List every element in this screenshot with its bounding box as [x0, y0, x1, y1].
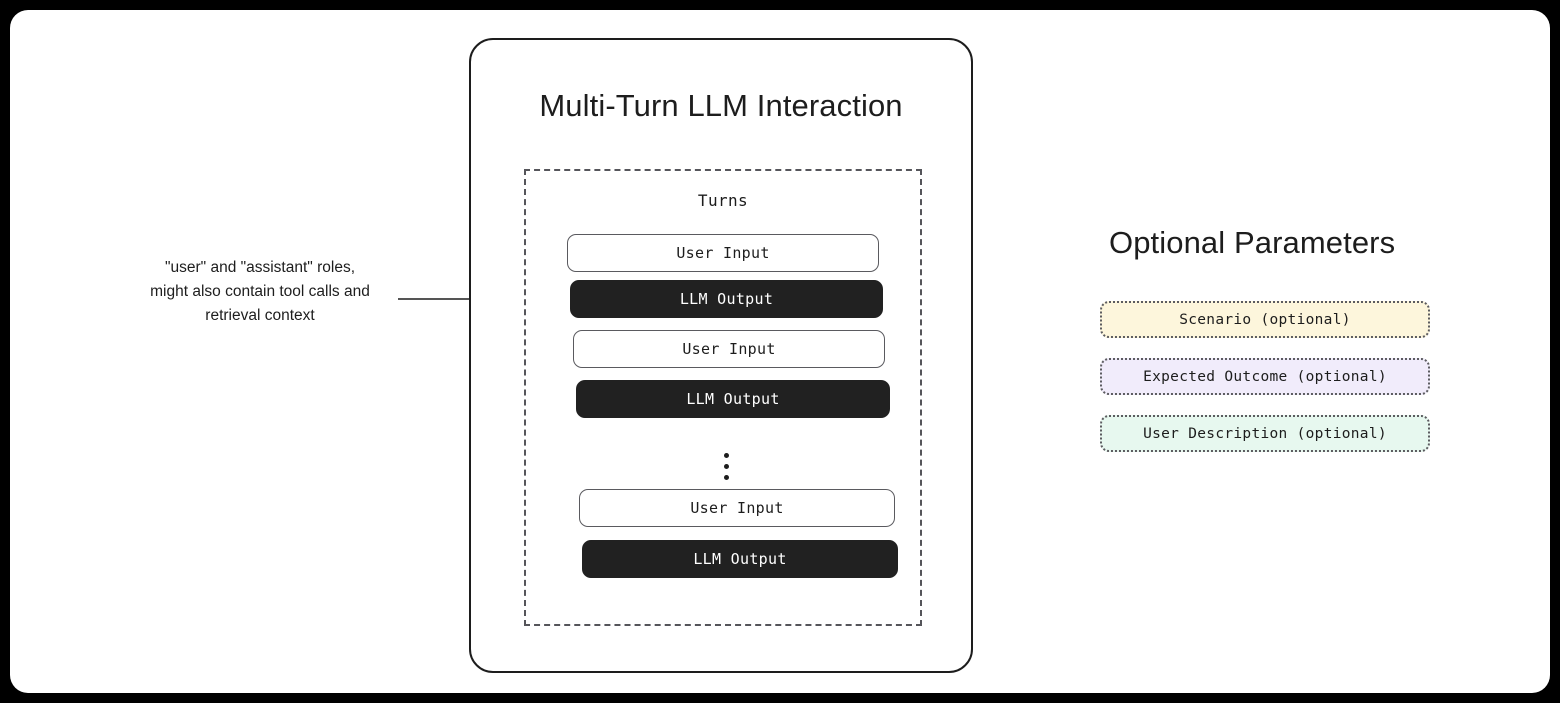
annotation-text: "user" and "assistant" roles, might also… [120, 256, 400, 328]
turn-box-user-3[interactable]: User Input [573, 330, 885, 368]
turn-box-llm-4[interactable]: LLM Output [576, 380, 890, 418]
turns-label: Turns [697, 191, 749, 210]
ellipsis-dot [723, 453, 729, 458]
annotation-line-2: might also contain tool calls and [150, 283, 370, 300]
ellipsis-icon [719, 453, 733, 480]
annotation-line-3: retrieval context [205, 307, 315, 324]
annotation-line-1: "user" and "assistant" roles, [164, 259, 355, 276]
turn-box-llm-2[interactable]: LLM Output [570, 280, 883, 318]
optional-parameters-panel: Optional Parameters Scenario (optional) E… [1100, 225, 1430, 472]
diagram-canvas: "user" and "assistant" roles, might also… [10, 10, 1550, 693]
ellipsis-dot [723, 475, 729, 480]
optional-param-box-1[interactable]: Scenario (optional) [1100, 301, 1430, 338]
page-title: Multi-Turn LLM Interaction [539, 88, 903, 123]
optional-parameters-list: Scenario (optional) Expected Outcome (opt… [1100, 301, 1430, 452]
optional-param-box-3[interactable]: User Description (optional) [1100, 415, 1430, 452]
optional-parameters-title: Optional Parameters [1109, 225, 1396, 260]
optional-param-box-2[interactable]: Expected Outcome (optional) [1100, 358, 1430, 395]
multi-turn-container: Multi-Turn LLM Interaction Turns User In… [469, 38, 973, 673]
ellipsis-dot [723, 464, 729, 469]
turn-box-llm-6[interactable]: LLM Output [582, 540, 898, 578]
turn-box-user-5[interactable]: User Input [579, 489, 895, 527]
turn-box-user-1[interactable]: User Input [567, 234, 879, 272]
